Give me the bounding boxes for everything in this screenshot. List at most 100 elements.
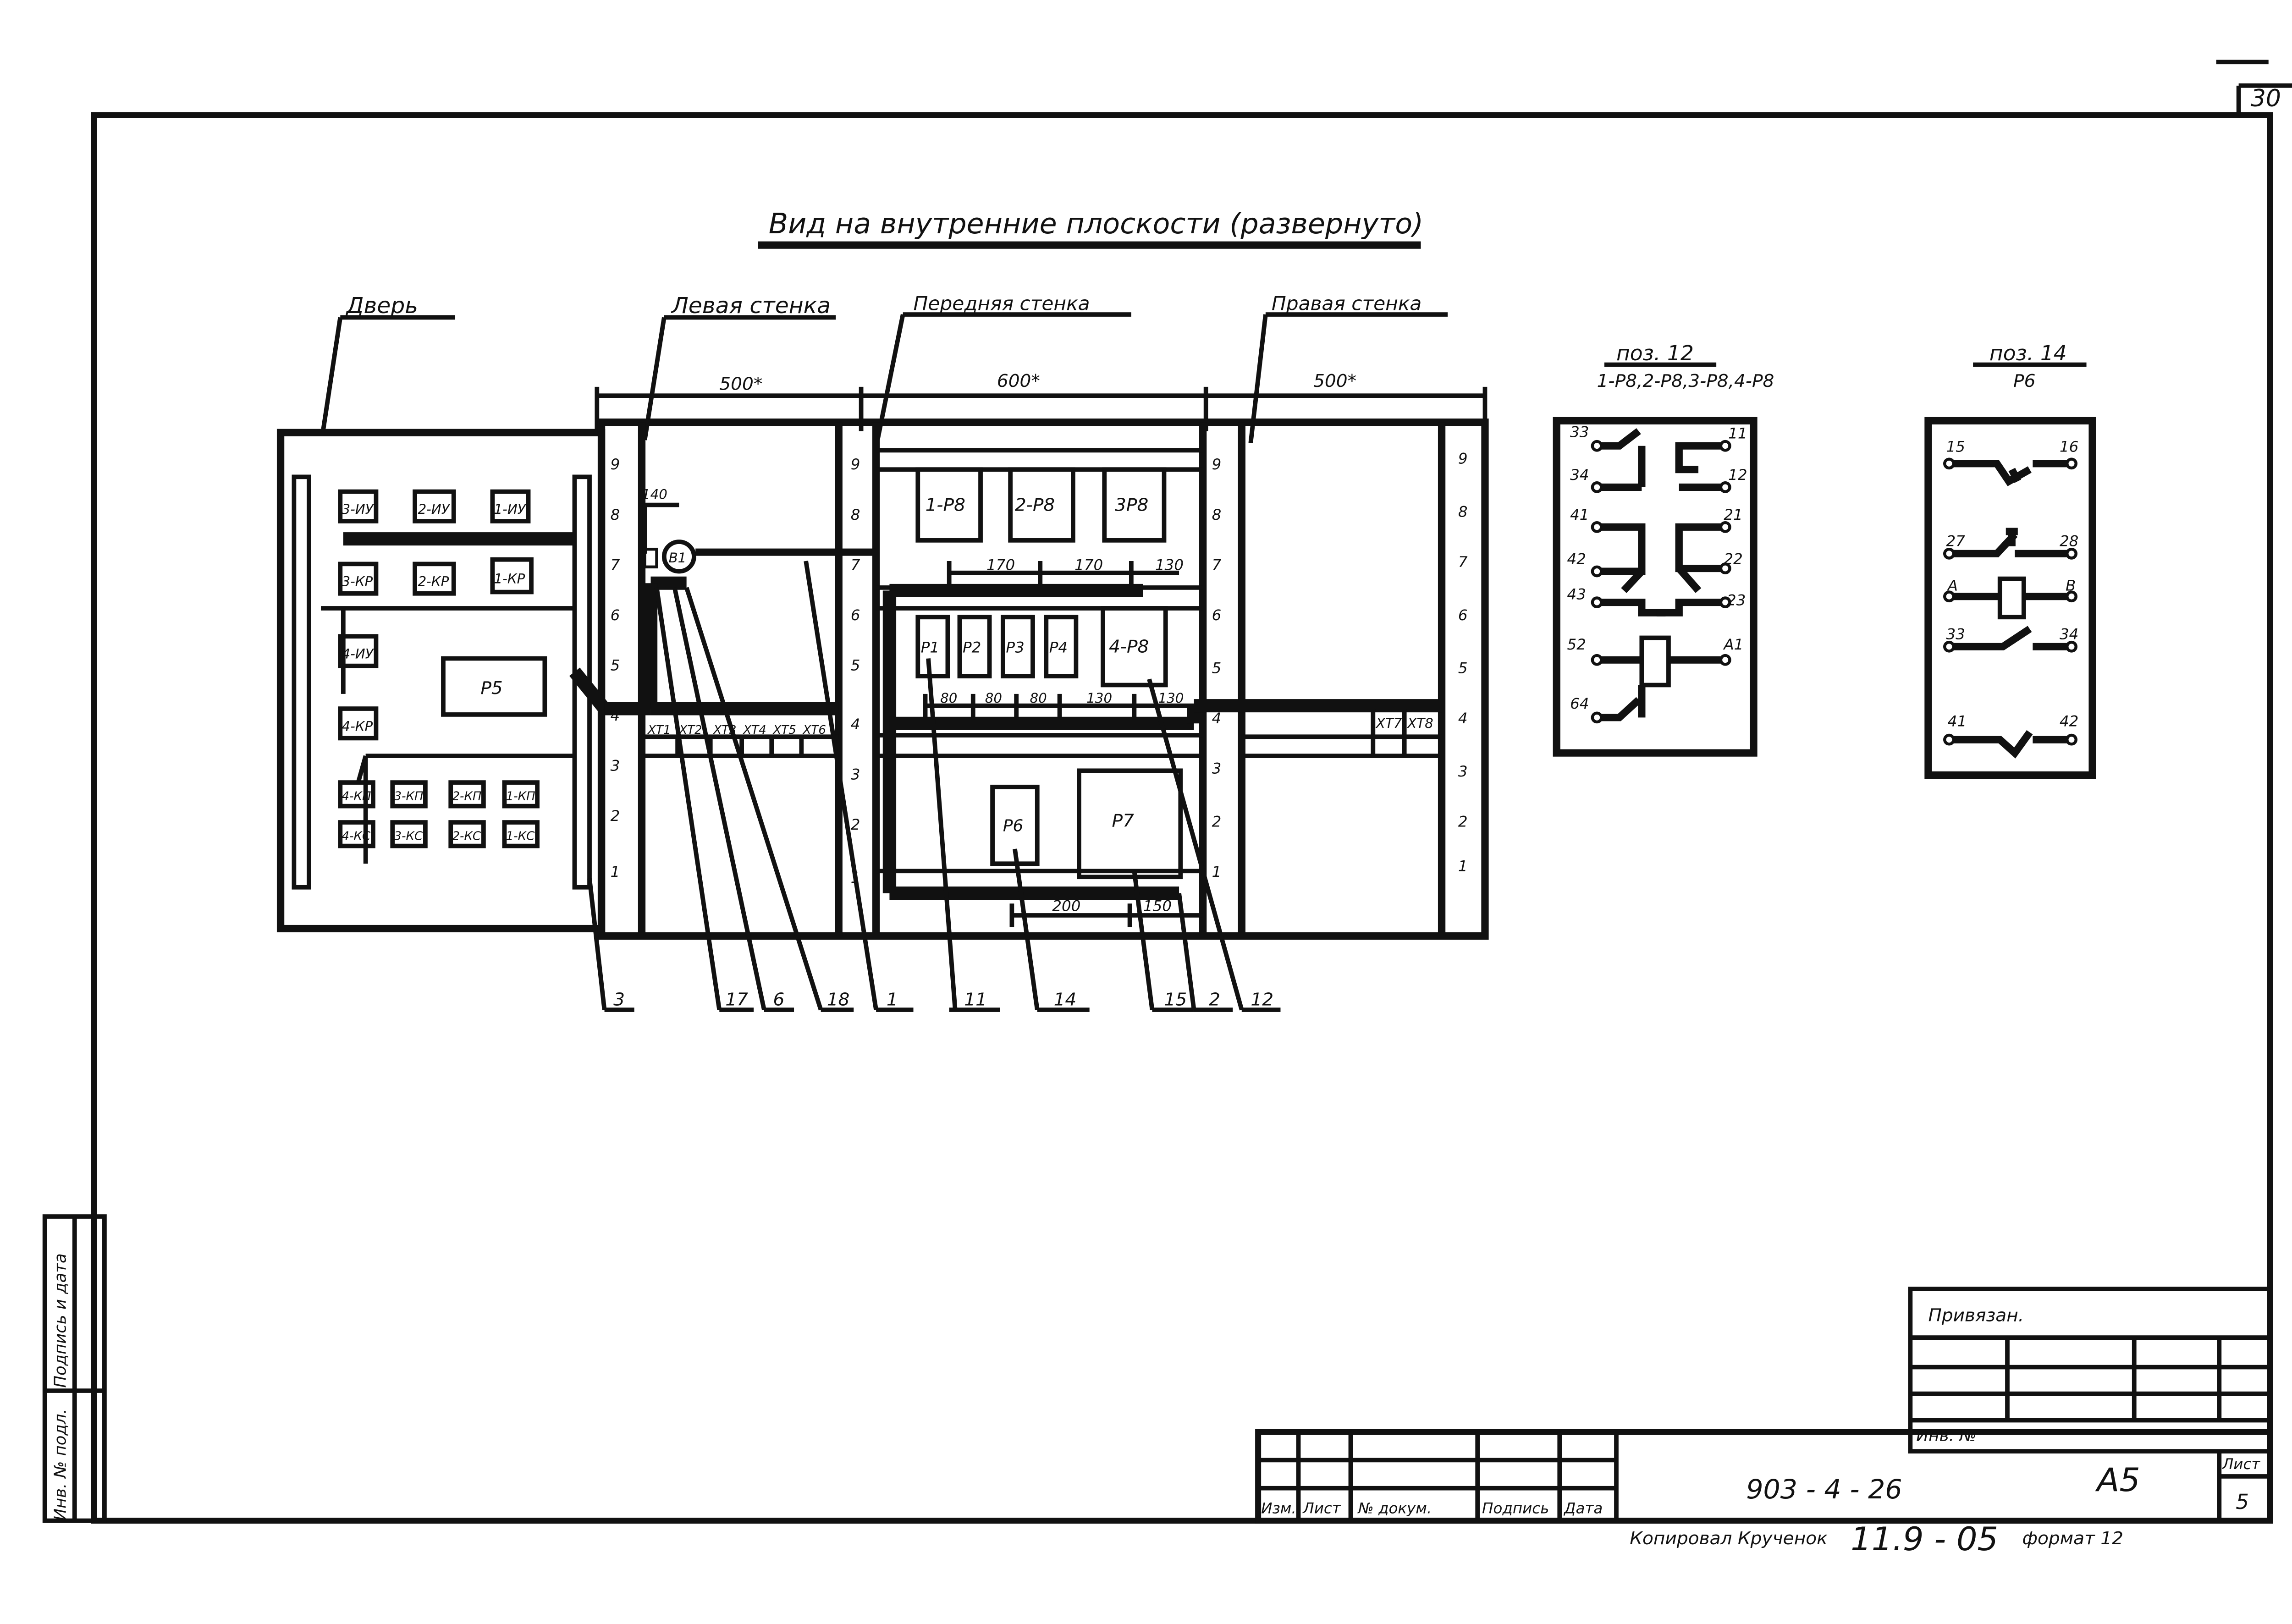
svg-text:80: 80 (985, 690, 1002, 706)
svg-text:2: 2 (1458, 813, 1468, 831)
callout-14: 14 (1054, 990, 1077, 1010)
svg-text:7: 7 (1212, 556, 1222, 573)
svg-text:5: 5 (1458, 660, 1468, 677)
svg-text:6: 6 (851, 606, 860, 624)
callout-3: 3 (613, 990, 625, 1010)
svg-text:16: 16 (2060, 438, 2078, 456)
svg-text:21: 21 (1724, 506, 1742, 523)
door-device-2-kr: 2-КР (413, 562, 456, 596)
dim-front-top: 170 170 130 (947, 556, 1184, 585)
rail-scale-2: 9 8 7 6 5 4 3 2 1 (851, 456, 860, 886)
svg-text:80: 80 (1030, 690, 1047, 706)
svg-text:2: 2 (851, 816, 860, 833)
door-device-3-iu: 3-ИУ (338, 489, 379, 523)
rail-scale-4: 9 8 7 6 5 4 3 2 1 (1458, 450, 1468, 875)
dim-front-mid: 80 80 80 130 130 (923, 690, 1194, 718)
svg-text:27: 27 (1946, 533, 1966, 550)
door-device-1-kp: 1-КП (502, 780, 540, 809)
callout-6: 6 (773, 990, 784, 1010)
svg-text:4-Р8: 4-Р8 (1109, 637, 1149, 657)
label-door: Дверь (345, 293, 418, 319)
svg-text:3Р8: 3Р8 (1115, 495, 1148, 516)
svg-text:6: 6 (1458, 606, 1468, 624)
svg-text:4: 4 (851, 716, 860, 733)
door-device-1-iu: 1-ИУ (490, 489, 531, 523)
svg-text:34: 34 (2060, 626, 2078, 643)
door-device-4-iu: 4-ИУ (338, 634, 379, 668)
svg-text:Р1: Р1 (921, 639, 939, 656)
svg-text:В: В (2066, 577, 2076, 595)
svg-text:3: 3 (611, 757, 620, 774)
pos12-schematic (1553, 417, 1758, 757)
svg-text:Р7: Р7 (1112, 811, 1135, 831)
svg-text:33: 33 (1570, 424, 1589, 441)
svg-text:22: 22 (1724, 551, 1742, 568)
svg-text:7: 7 (1458, 553, 1468, 571)
svg-text:Р5: Р5 (480, 678, 502, 699)
side-stamp-inv: Инв. № подл. (51, 1409, 70, 1520)
svg-text:3: 3 (1458, 763, 1468, 780)
svg-text:4-КР: 4-КР (342, 718, 373, 734)
svg-text:3: 3 (1212, 760, 1222, 777)
svg-text:8: 8 (1458, 503, 1468, 520)
svg-text:5: 5 (1212, 660, 1222, 677)
door-device-p5: Р5 (441, 656, 547, 717)
svg-text:130: 130 (1155, 556, 1184, 573)
relay-p7: Р7 (1077, 768, 1183, 880)
svg-text:2-КР: 2-КР (418, 574, 449, 589)
svg-text:Изм.: Изм. (1261, 1500, 1296, 1517)
svg-text:В1: В1 (669, 550, 687, 566)
svg-text:1: 1 (1458, 857, 1468, 875)
svg-text:64: 64 (1570, 695, 1589, 712)
relay-3-p8: 3Р8 (1102, 467, 1167, 543)
svg-text:Лист: Лист (1302, 1500, 1341, 1517)
svg-text:4-КС: 4-КС (342, 830, 371, 843)
svg-text:43: 43 (1567, 586, 1586, 603)
svg-text:1-КС: 1-КС (506, 830, 535, 843)
svg-text:9: 9 (1458, 450, 1468, 468)
svg-text:6: 6 (611, 606, 620, 624)
tb-format: формат 12 (2022, 1528, 2123, 1549)
svg-text:11: 11 (1728, 425, 1747, 442)
tb-privyazan: Привязан. (1928, 1305, 2024, 1326)
svg-text:130: 130 (1086, 690, 1112, 706)
svg-text:Подпись: Подпись (1482, 1500, 1549, 1517)
title-block (1255, 1287, 2273, 1524)
svg-text:170: 170 (986, 556, 1015, 573)
tb-inv-no: Инв. № (1916, 1426, 1976, 1445)
svg-text:23: 23 (1727, 592, 1746, 609)
svg-text:8: 8 (611, 506, 620, 523)
dim-left-width: 500* (719, 374, 762, 395)
svg-text:А1: А1 (1723, 636, 1743, 653)
svg-text:1: 1 (1212, 863, 1222, 881)
svg-text:1-КП: 1-КП (506, 790, 535, 804)
side-stamp-sign: Подпись и дата (51, 1253, 70, 1387)
label-right-wall: Правая стенка (1272, 292, 1421, 315)
tb-sheet-number: 5 (2236, 1490, 2249, 1514)
svg-text:Р2: Р2 (963, 639, 981, 656)
door-device-4-kp: 4-КП (338, 780, 375, 809)
label-left-wall: Левая стенка (671, 293, 831, 319)
side-stamp (42, 1214, 107, 1523)
dim-140: 140 (642, 487, 667, 502)
svg-text:2-КП: 2-КП (452, 790, 481, 804)
svg-text:52: 52 (1567, 636, 1586, 653)
tb-stage: А5 (2095, 1461, 2140, 1499)
svg-text:3-ИУ: 3-ИУ (342, 501, 375, 517)
relay-p3: Р3 (1000, 615, 1035, 679)
right-terminal-block: ХТ7 ХТ8 (1371, 709, 1433, 756)
callout-1: 1 (887, 990, 898, 1010)
svg-text:7: 7 (851, 556, 860, 573)
callout-12: 12 (1251, 990, 1273, 1010)
svg-text:33: 33 (1946, 626, 1965, 643)
svg-text:5: 5 (611, 656, 620, 674)
door-device-1-ks: 1-КС (502, 820, 540, 848)
svg-text:28: 28 (2060, 533, 2078, 550)
door-device-3-kp: 3-КП (390, 780, 428, 809)
tb-footer: Копировал Крученок (1630, 1528, 1828, 1549)
drawing-title: Вид на внутренние плоскости (развернуто) (769, 207, 1423, 240)
svg-text:80: 80 (940, 690, 957, 706)
door-device-2-iu: 2-ИУ (413, 489, 456, 523)
relay-2-p8: 2-Р8 (1008, 467, 1075, 543)
pos14-subtitle: Р6 (2013, 371, 2035, 391)
